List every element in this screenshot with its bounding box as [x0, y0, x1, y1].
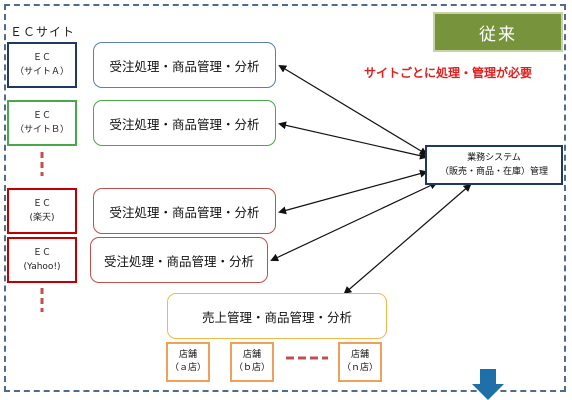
arrow-store-process-to-management — [343, 183, 472, 295]
ec-site-b-line1: ＥＣ — [32, 111, 51, 121]
order-process-site-a: 受注処理・商品管理・分析 — [93, 42, 276, 88]
diagram-frame — [4, 4, 566, 392]
conventional-badge: 従来 — [433, 12, 563, 52]
ec-site-a-line1: ＥＣ — [32, 53, 51, 63]
store-sales-process: 売上管理・商品管理・分析 — [167, 293, 387, 339]
order-process-site-b: 受注処理・商品管理・分析 — [93, 100, 276, 146]
arrow-process-b-to-management — [278, 121, 428, 160]
store-b-line2: （ｂ店） — [233, 363, 270, 373]
order-process-rakuten: 受注処理・商品管理・分析 — [93, 188, 276, 234]
arrow-process-rakuten-to-management — [278, 169, 428, 215]
ec-site-rakuten-line1: ＥＣ — [32, 199, 51, 209]
ec-section-title: ＥＣサイト — [10, 25, 76, 39]
store-n-line1: 店舗 — [350, 350, 369, 360]
business-system-line2: （販売・商品・在庫）管理 — [439, 167, 548, 177]
business-system-line1: 業務システム — [467, 153, 521, 163]
store-a-line1: 店舗 — [178, 350, 197, 360]
down-arrow-icon — [472, 369, 504, 400]
ec-site-rakuten-line2: (楽天) — [29, 213, 55, 223]
store-a-line2: （ａ店） — [169, 363, 206, 373]
ec-site-yahoo-line1: ＥＣ — [32, 248, 51, 258]
ec-site-a: ＥＣ （サイトＡ） — [7, 42, 77, 88]
ec-site-yahoo-line2: (Yahoo!) — [23, 262, 61, 272]
arrow-process-yahoo-to-management — [270, 181, 438, 262]
per-site-note: サイトごとに処理・管理が必要 — [364, 66, 533, 80]
store-n: 店舗 （ｎ店） — [338, 342, 382, 382]
store-b-line1: 店舗 — [242, 350, 261, 360]
store-a: 店舗 （ａ店） — [166, 342, 210, 382]
ec-site-rakuten: ＥＣ (楽天) — [7, 188, 77, 234]
store-b: 店舗 （ｂ店） — [230, 342, 274, 382]
ec-site-yahoo: ＥＣ (Yahoo!) — [7, 237, 77, 283]
ec-site-a-line2: （サイトＡ） — [14, 67, 69, 77]
ec-site-b-line2: （サイトＢ） — [14, 125, 69, 135]
ec-site-b: ＥＣ （サイトＢ） — [7, 100, 77, 146]
order-process-yahoo: 受注処理・商品管理・分析 — [90, 237, 268, 283]
store-n-line2: （ｎ店） — [341, 363, 378, 373]
business-system-box: 業務システム （販売・商品・在庫）管理 — [425, 145, 563, 185]
